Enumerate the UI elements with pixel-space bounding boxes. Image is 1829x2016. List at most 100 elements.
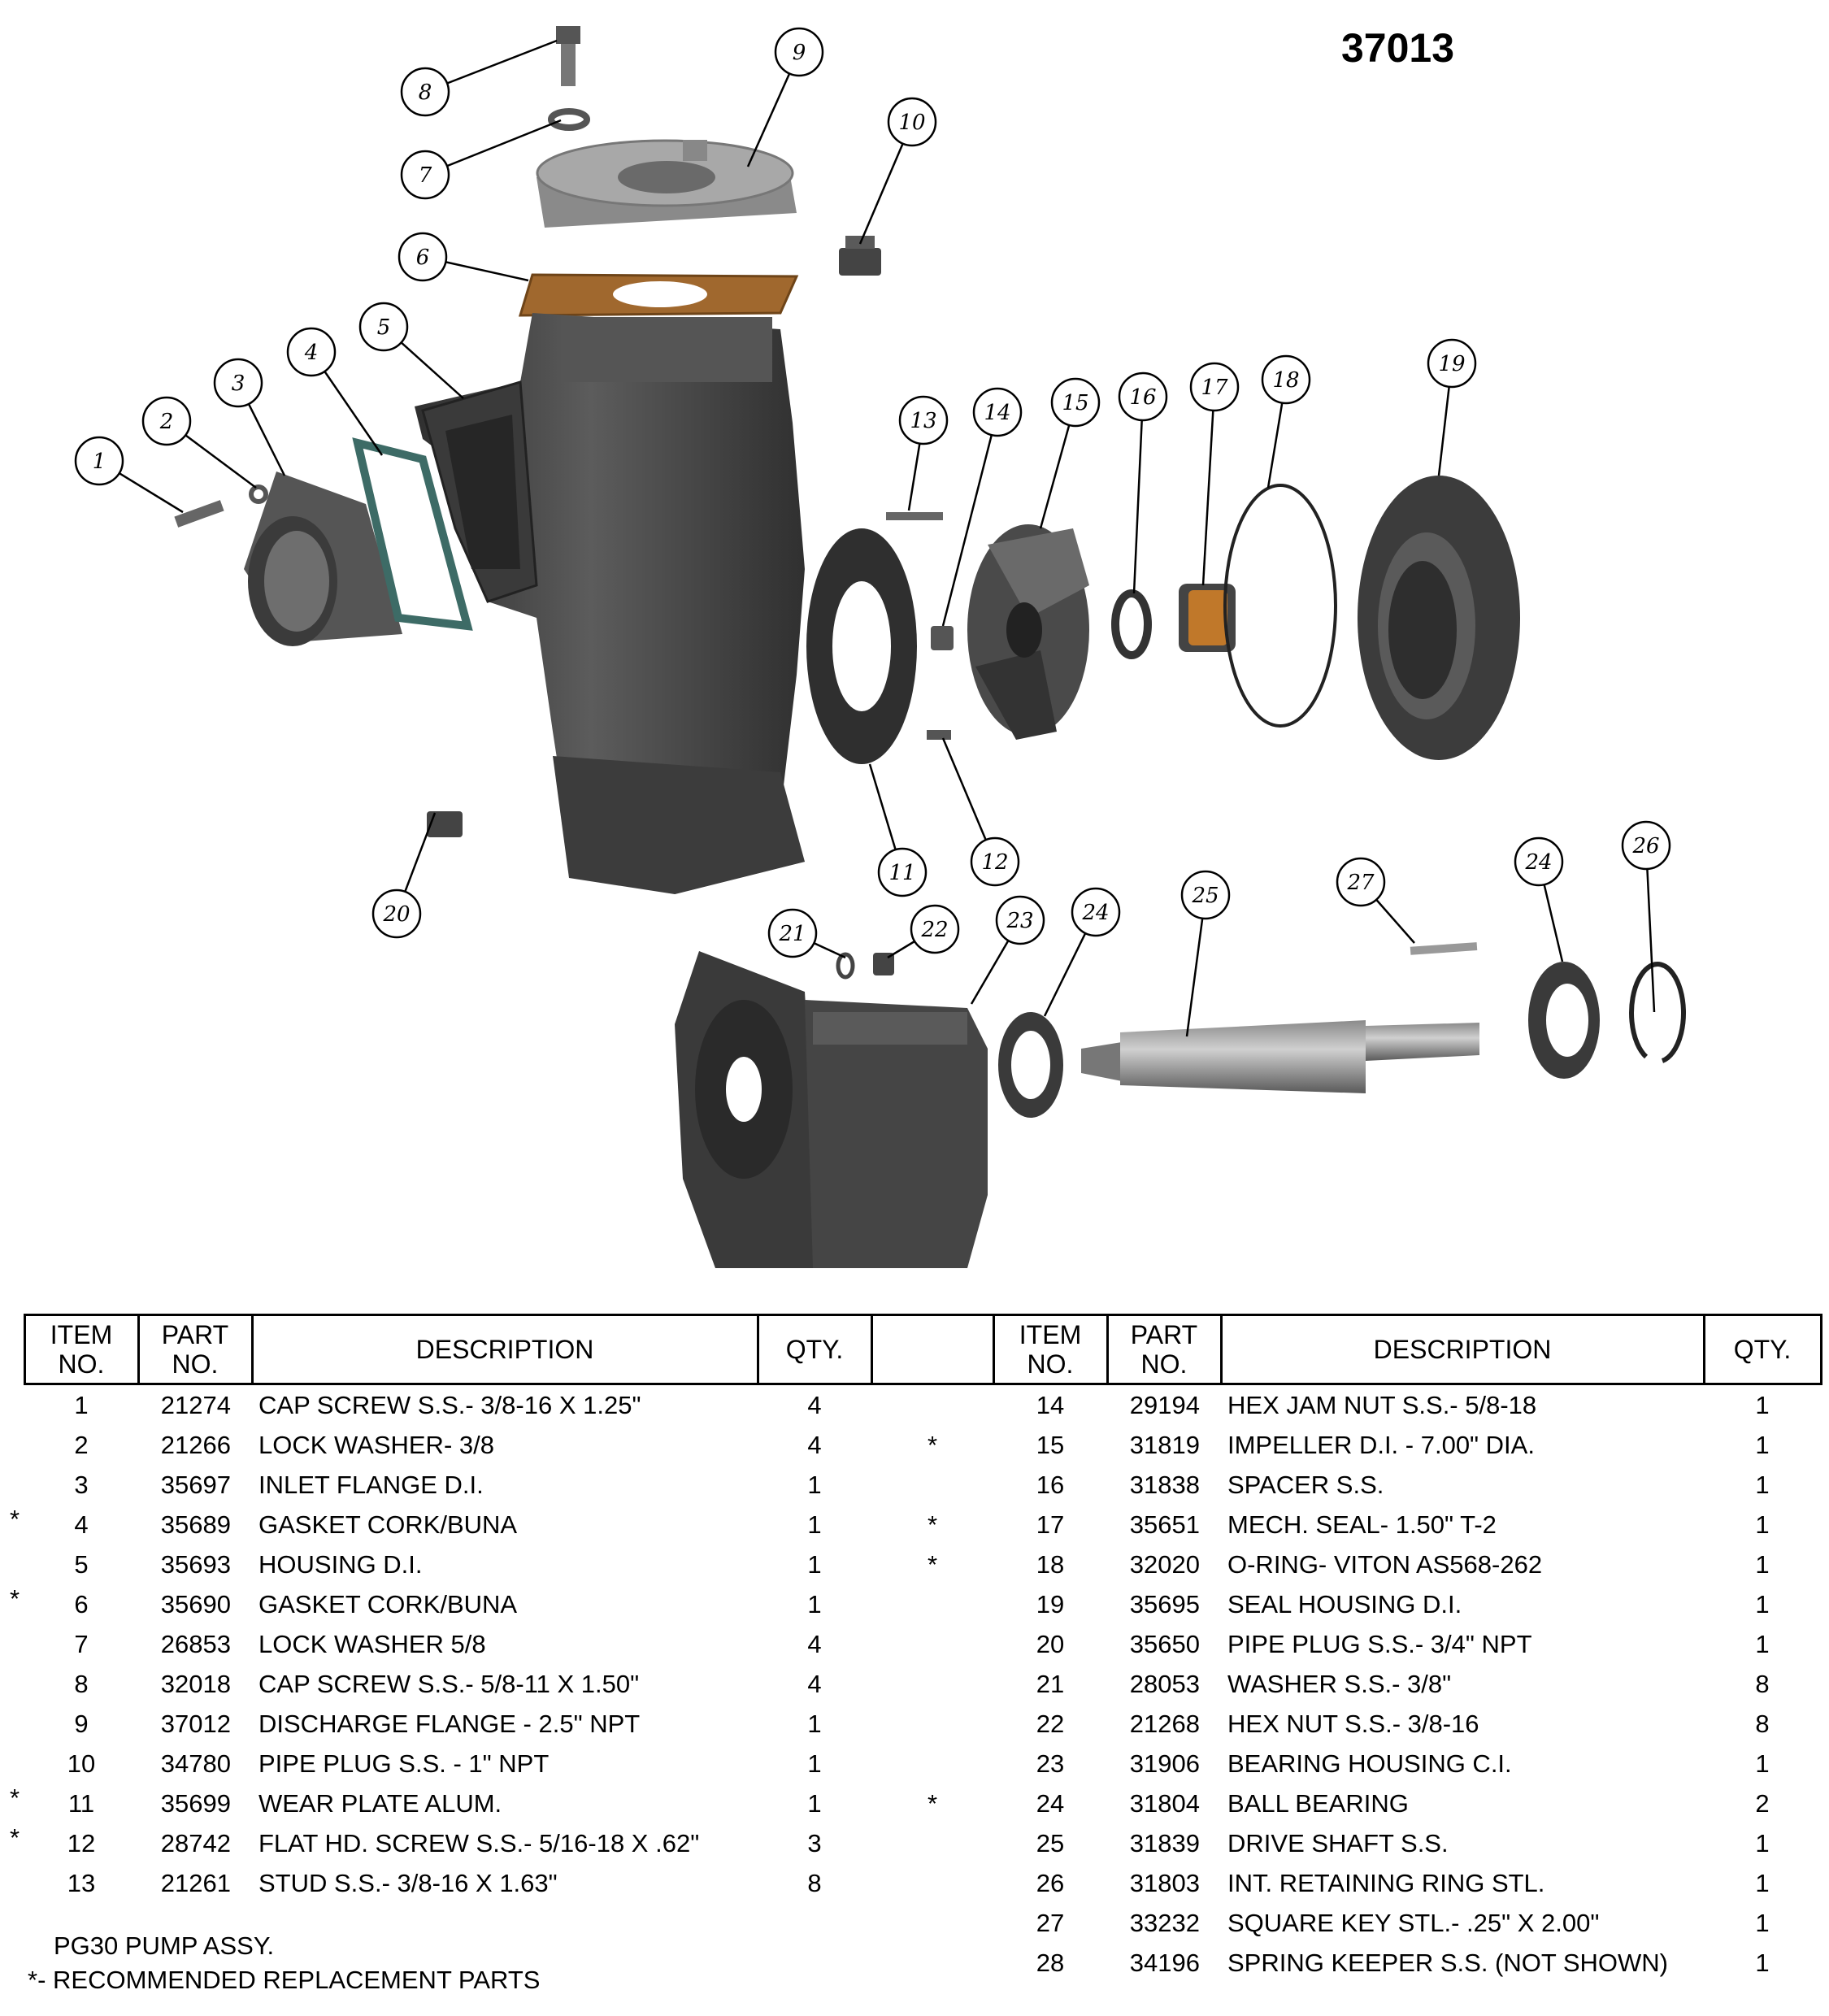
part-cap-screw-1 bbox=[174, 500, 224, 528]
part-no: 31804 bbox=[1129, 1788, 1200, 1818]
part-ball-bearing-24a bbox=[998, 1012, 1063, 1118]
qty: 1 bbox=[807, 1549, 822, 1579]
header-qty-right: QTY. bbox=[1702, 1314, 1822, 1385]
description: LOCK WASHER 5/8 bbox=[258, 1629, 486, 1658]
qty: 1 bbox=[1755, 1589, 1770, 1618]
part-hex-nut-22 bbox=[873, 953, 894, 975]
callout-balloon bbox=[1261, 354, 1311, 405]
part-stud-13 bbox=[886, 512, 943, 520]
callout-number: 7 bbox=[419, 163, 432, 188]
callout-number: 10 bbox=[898, 111, 925, 135]
part-inlet-flange-3 bbox=[244, 471, 402, 646]
replacement-star: * bbox=[10, 1505, 20, 1533]
qty: 1 bbox=[807, 1709, 822, 1738]
callout-number: 6 bbox=[416, 245, 430, 270]
callout-number: 24 bbox=[1081, 901, 1109, 925]
description: SQUARE KEY STL.- .25" X 2.00" bbox=[1227, 1908, 1600, 1937]
callout-22: 22 bbox=[887, 904, 960, 959]
callout-balloon bbox=[400, 67, 450, 117]
description: STUD S.S.- 3/8-16 X 1.63" bbox=[258, 1868, 558, 1897]
description: HEX JAM NUT S.S.- 5/8-18 bbox=[1227, 1390, 1537, 1419]
description: SPACER S.S. bbox=[1227, 1470, 1384, 1499]
callout-number: 5 bbox=[377, 315, 391, 340]
part-no: 34196 bbox=[1129, 1948, 1200, 1977]
callout-18: 18 bbox=[1261, 354, 1311, 489]
callout-balloon bbox=[141, 396, 192, 446]
part-no: 31839 bbox=[1129, 1828, 1200, 1857]
part-wear-plate-11 bbox=[806, 528, 917, 764]
empty-cell bbox=[252, 1903, 758, 1943]
callout-24: 24 bbox=[1514, 836, 1564, 962]
description: CAP SCREW S.S.- 5/8-11 X 1.50" bbox=[258, 1669, 640, 1698]
item-no: 18 bbox=[1036, 1549, 1065, 1579]
item-no: 17 bbox=[1036, 1510, 1065, 1539]
callout-number: 15 bbox=[1062, 391, 1088, 415]
part-gasket-4 bbox=[352, 437, 473, 631]
part-no: 31803 bbox=[1129, 1868, 1200, 1897]
callout-27: 27 bbox=[1336, 857, 1415, 944]
description: FLAT HD. SCREW S.S.- 5/16-18 X .62" bbox=[258, 1828, 700, 1857]
part-no: 26853 bbox=[160, 1629, 231, 1658]
callout-balloon bbox=[398, 232, 448, 282]
callout-9: 9 bbox=[746, 27, 824, 167]
callout-21: 21 bbox=[767, 908, 846, 959]
description: DISCHARGE FLANGE - 2.5" NPT bbox=[258, 1709, 641, 1738]
callout-number: 2 bbox=[159, 410, 174, 434]
item-no: 28 bbox=[1036, 1948, 1065, 1977]
callout-10: 10 bbox=[858, 97, 937, 245]
replacement-star bbox=[10, 1744, 20, 1784]
description: MECH. SEAL- 1.50" T-2 bbox=[1227, 1510, 1497, 1539]
item-no: 12 bbox=[67, 1828, 96, 1857]
item-no: 27 bbox=[1036, 1908, 1065, 1937]
qty: 1 bbox=[1755, 1549, 1770, 1579]
callout-number: 27 bbox=[1346, 871, 1375, 895]
callout-number: 4 bbox=[304, 341, 319, 365]
part-mech-seal-17 bbox=[1179, 584, 1236, 652]
part-bearing-housing-23 bbox=[675, 951, 988, 1268]
callout-8: 8 bbox=[400, 39, 558, 117]
leader-line bbox=[1201, 386, 1216, 586]
part-seal-housing-19 bbox=[1358, 476, 1520, 760]
replacement-star bbox=[871, 1744, 993, 1784]
header-qty: QTY. bbox=[756, 1314, 873, 1385]
callout-16: 16 bbox=[1118, 371, 1168, 594]
qty: 1 bbox=[1755, 1868, 1770, 1897]
callout-number: 3 bbox=[232, 371, 245, 396]
callout-number: 17 bbox=[1201, 376, 1228, 400]
qty: 1 bbox=[1755, 1470, 1770, 1499]
callout-6: 6 bbox=[398, 232, 529, 282]
replacement-star bbox=[871, 1584, 993, 1624]
callout-balloon bbox=[995, 895, 1045, 945]
part-ball-bearing-24b bbox=[1528, 962, 1600, 1079]
part-no: 32018 bbox=[160, 1669, 231, 1698]
callout-balloon bbox=[371, 889, 422, 939]
callout-balloon bbox=[1050, 377, 1101, 428]
item-no: 26 bbox=[1036, 1868, 1065, 1897]
item-no: 10 bbox=[67, 1749, 96, 1778]
replacement-star: * bbox=[10, 1784, 20, 1812]
part-no: 35693 bbox=[160, 1549, 231, 1579]
qty: 1 bbox=[807, 1589, 822, 1618]
qty: 8 bbox=[807, 1868, 822, 1897]
callout-balloon bbox=[1118, 371, 1168, 422]
qty: 1 bbox=[1755, 1390, 1770, 1419]
callout-balloon bbox=[972, 387, 1023, 437]
callout-balloon bbox=[400, 150, 450, 200]
callout-balloon bbox=[1621, 820, 1671, 871]
callout-balloon bbox=[1514, 836, 1564, 887]
callout-5: 5 bbox=[358, 302, 464, 399]
part-no: 34780 bbox=[160, 1749, 231, 1778]
callout-balloon bbox=[74, 436, 124, 486]
description: DRIVE SHAFT S.S. bbox=[1227, 1828, 1449, 1857]
replacement-star bbox=[10, 1465, 20, 1505]
part-no: 35689 bbox=[160, 1510, 231, 1539]
qty: 4 bbox=[807, 1390, 822, 1419]
